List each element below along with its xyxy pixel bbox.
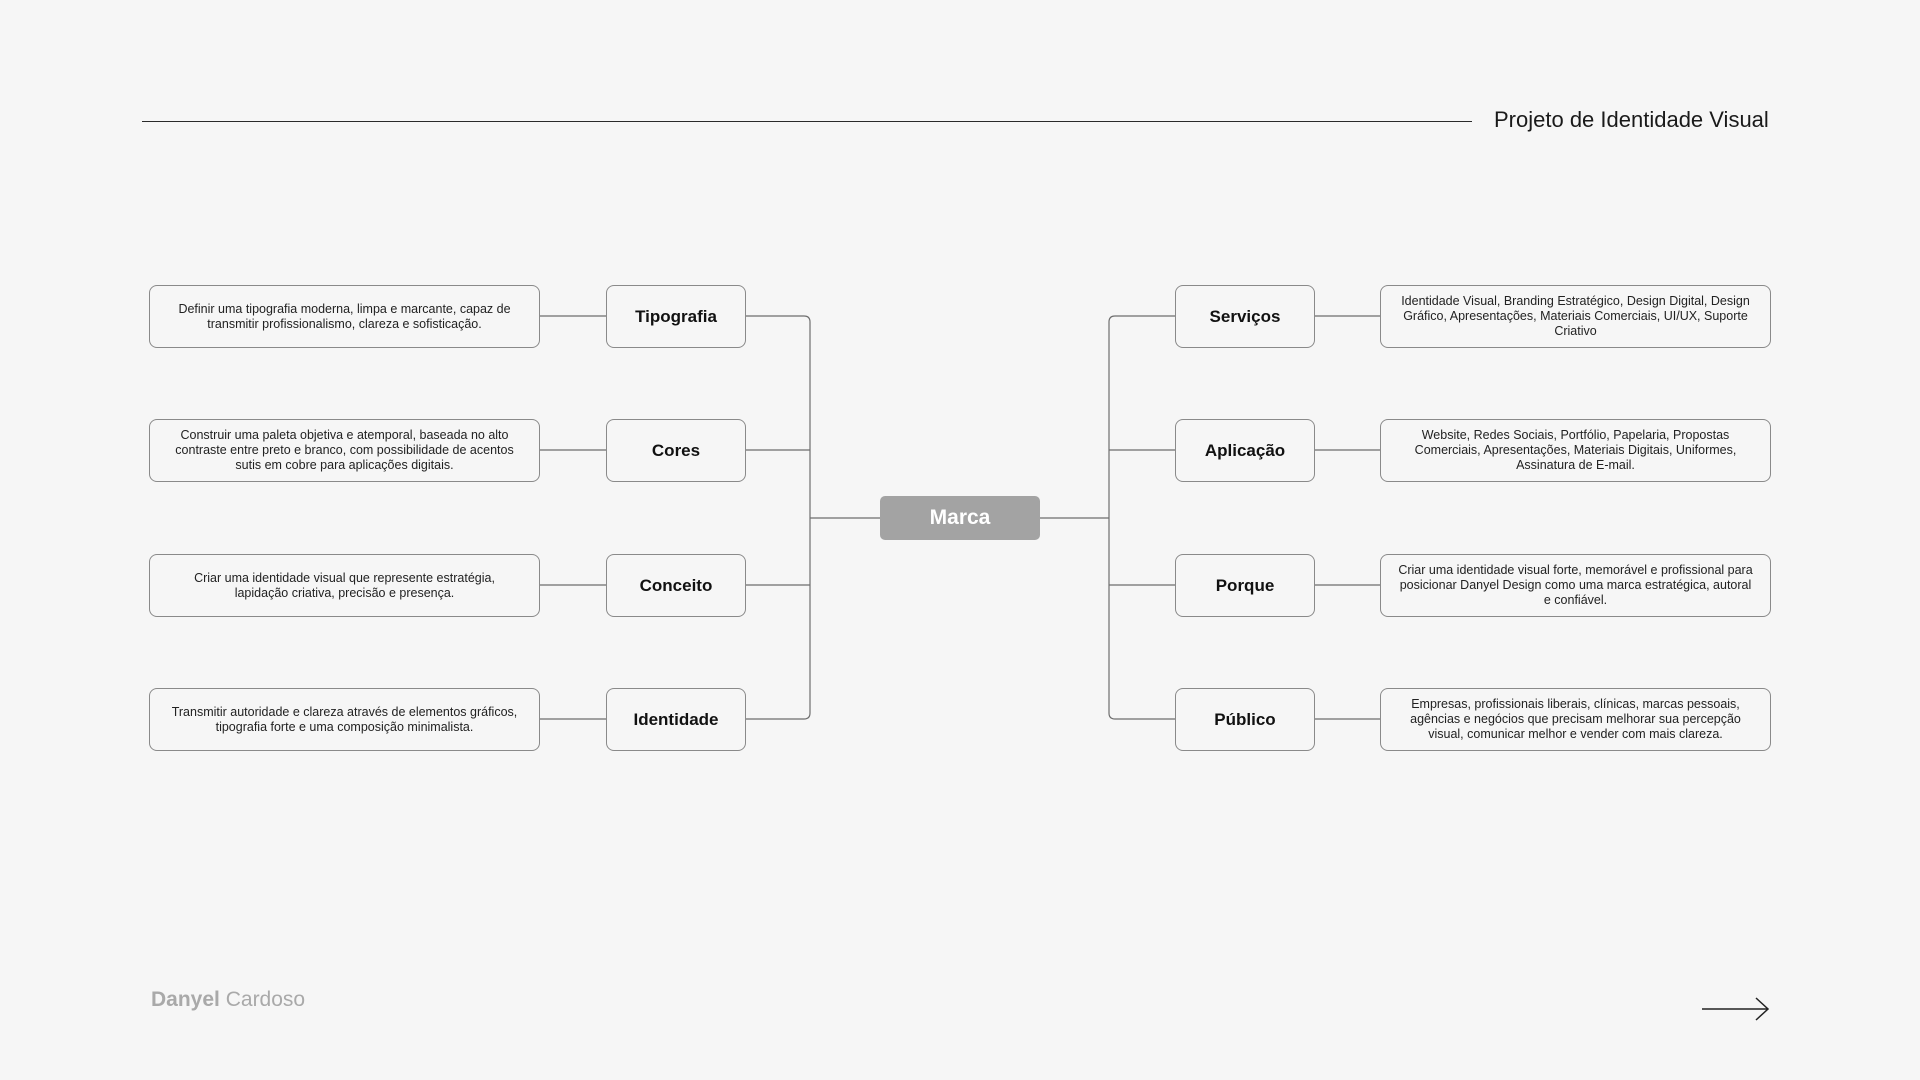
author-last-name: Cardoso bbox=[225, 988, 306, 1011]
node-conceito: Conceito bbox=[606, 554, 746, 617]
author-name: Danyel Cardoso bbox=[151, 988, 305, 1012]
arrow-right-icon[interactable] bbox=[1700, 996, 1772, 1022]
description-identidade: Transmitir autoridade e clareza através … bbox=[149, 688, 540, 751]
node-cores: Cores bbox=[606, 419, 746, 482]
description-conceito: Criar uma identidade visual que represen… bbox=[149, 554, 540, 617]
bracket-right-bottom bbox=[1108, 518, 1175, 720]
description-aplicacao: Website, Redes Sociais, Portfólio, Papel… bbox=[1380, 419, 1771, 482]
node-identidade: Identidade bbox=[606, 688, 746, 751]
node-tipografia: Tipografia bbox=[606, 285, 746, 348]
page-title: Projeto de Identidade Visual bbox=[1494, 107, 1769, 132]
author-first-name: Danyel bbox=[151, 988, 220, 1011]
bracket-left-top bbox=[746, 315, 811, 518]
header-divider bbox=[142, 121, 1472, 122]
description-cores: Construir uma paleta objetiva e atempora… bbox=[149, 419, 540, 482]
node-marca: Marca bbox=[880, 496, 1040, 540]
node-aplicacao: Aplicação bbox=[1175, 419, 1315, 482]
description-publico: Empresas, profissionais liberais, clínic… bbox=[1380, 688, 1771, 751]
node-publico: Público bbox=[1175, 688, 1315, 751]
description-porque: Criar uma identidade visual forte, memor… bbox=[1380, 554, 1771, 617]
bracket-left-bottom bbox=[746, 518, 811, 720]
description-servicos: Identidade Visual, Branding Estratégico,… bbox=[1380, 285, 1771, 348]
bracket-right-top bbox=[1108, 315, 1175, 518]
node-porque: Porque bbox=[1175, 554, 1315, 617]
description-tipografia: Definir uma tipografia moderna, limpa e … bbox=[149, 285, 540, 348]
node-servicos: Serviços bbox=[1175, 285, 1315, 348]
